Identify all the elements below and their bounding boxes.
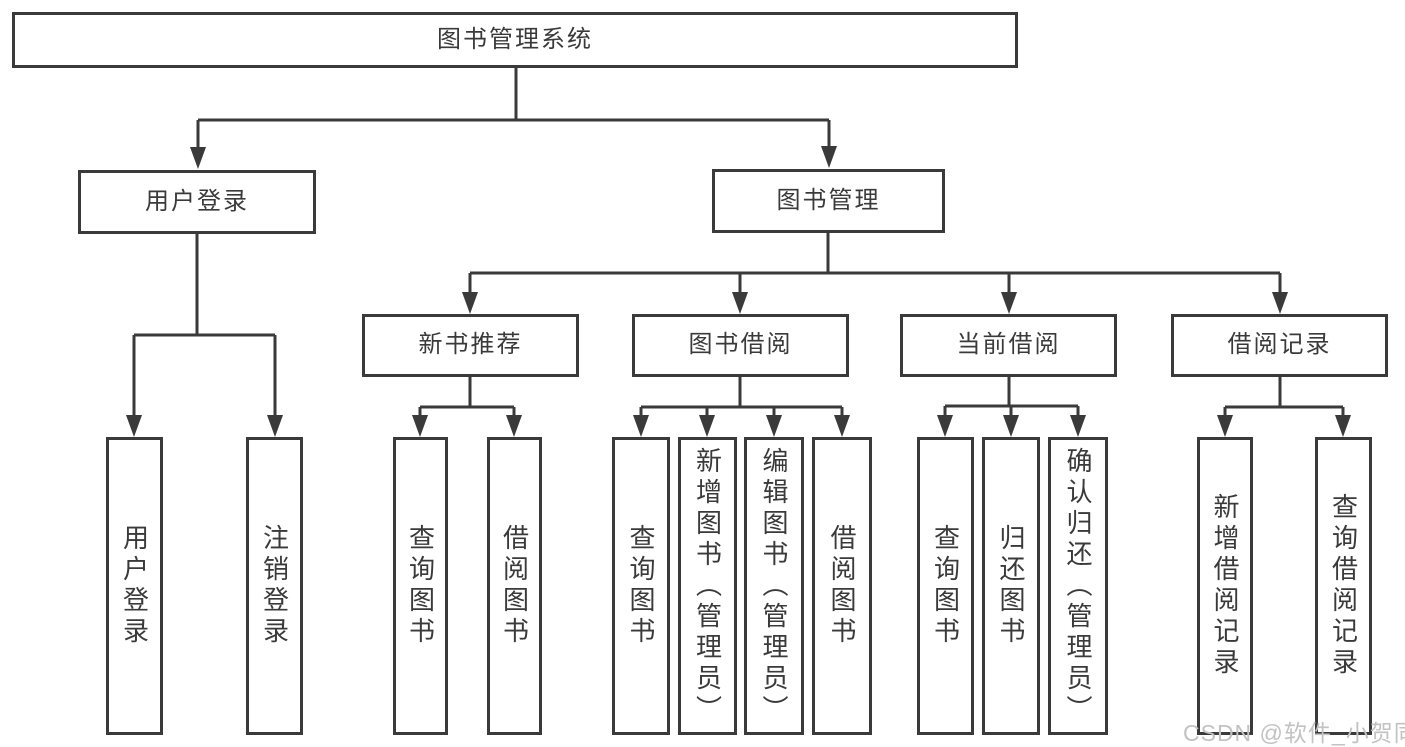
leaf-borrow-book-rec: 借阅图书	[487, 437, 542, 735]
arrowhead-icon	[1272, 292, 1288, 314]
arrowhead-icon	[1001, 292, 1017, 314]
arrowhead-icon	[1217, 415, 1233, 437]
csdn-watermark: CSDN @软件_小贺同学	[1183, 720, 1405, 746]
arrowhead-icon	[412, 415, 428, 437]
leaf-user-login: 用户登录	[106, 437, 163, 735]
arrowhead-icon	[633, 415, 649, 437]
arrowhead-icon	[937, 415, 953, 437]
node-user-login: 用户登录	[78, 170, 316, 234]
leaf-edit-book-admin: 编辑图书（管理员）	[744, 437, 804, 735]
node-current-borrow: 当前借阅	[900, 314, 1117, 377]
connector-newbookrec-to-leaves	[418, 377, 516, 418]
arrowhead-icon	[1003, 415, 1019, 437]
arrowhead-icon	[834, 415, 850, 437]
arrowhead-icon	[1335, 415, 1351, 437]
arrowhead-icon	[462, 292, 478, 314]
leaf-confirm-return-admin: 确认归还（管理员）	[1048, 437, 1108, 735]
connector-borrowrecord-to-leaves	[1223, 377, 1345, 418]
arrowhead-icon	[267, 415, 283, 437]
leaf-borrow-book-borrow: 借阅图书	[812, 437, 872, 735]
connector-currentborrow-to-leaves	[943, 377, 1080, 418]
leaf-query-book-rec: 查询图书	[393, 437, 448, 735]
node-new-book-rec: 新书推荐	[362, 314, 579, 377]
leaf-logout: 注销登录	[246, 437, 303, 735]
arrowhead-icon	[699, 415, 715, 437]
leaf-query-book-current: 查询图书	[917, 437, 974, 735]
arrowhead-icon	[126, 415, 142, 437]
arrowhead-icon	[506, 415, 522, 437]
arrowhead-icon	[821, 146, 837, 168]
node-root: 图书管理系统	[12, 12, 1018, 68]
arrowhead-icon	[1070, 415, 1086, 437]
leaf-add-book-admin: 新增图书（管理员）	[678, 437, 737, 735]
arrowhead-icon	[766, 415, 782, 437]
leaf-add-borrow-record: 新增借阅记录	[1197, 437, 1253, 735]
leaf-query-book-borrow: 查询图书	[612, 437, 670, 735]
leaf-return-book: 归还图书	[982, 437, 1040, 735]
connector-root-to-level2	[196, 68, 831, 150]
node-book-mgmt: 图书管理	[712, 169, 945, 233]
node-book-borrow: 图书借阅	[632, 314, 849, 377]
connector-bookborrow-to-leaves	[639, 377, 844, 418]
node-borrow-record: 借阅记录	[1171, 314, 1388, 377]
leaf-query-borrow-record: 查询借阅记录	[1315, 437, 1372, 735]
connector-userlogin-to-leaves	[132, 234, 277, 418]
arrowhead-icon	[732, 292, 748, 314]
arrowhead-icon	[190, 147, 206, 169]
connector-bookmgmt-to-level3	[468, 233, 1282, 296]
